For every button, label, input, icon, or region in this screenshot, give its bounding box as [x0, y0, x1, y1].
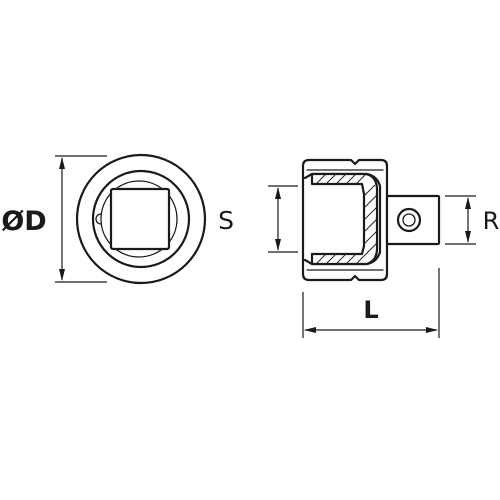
length-arrow-left [304, 327, 316, 333]
front-view-ball-detent [95, 213, 102, 225]
drive-size-arrow-top [465, 197, 471, 209]
front-view [75, 153, 207, 285]
diameter-arrow-bottom [59, 269, 65, 281]
front-view-bore-circle [100, 180, 178, 258]
length-label: L [363, 296, 378, 324]
socket-size-arrow-top [275, 187, 281, 199]
socket-size-dimension [268, 185, 298, 253]
length-dimension: L [302, 268, 440, 338]
drive-size-dimension: R [445, 195, 500, 245]
diameter-label: ØD [1, 206, 46, 237]
socket-size-arrow-bottom [275, 239, 281, 251]
drive-size-arrow-bottom [465, 231, 471, 243]
side-view-hatched-wall [310, 172, 379, 266]
front-view-square-drive [109, 187, 171, 251]
diameter-arrow-top [59, 157, 65, 169]
side-view-detent-ball-outer [396, 207, 422, 233]
side-view-hatching [315, 173, 378, 265]
side-view [301, 158, 441, 282]
diameter-dimension: ØD [1, 155, 107, 283]
socket-size-label: S [218, 206, 234, 235]
side-view-detent-ball-inner [402, 213, 416, 227]
drive-size-label: R [483, 207, 500, 235]
length-arrow-right [426, 327, 438, 333]
